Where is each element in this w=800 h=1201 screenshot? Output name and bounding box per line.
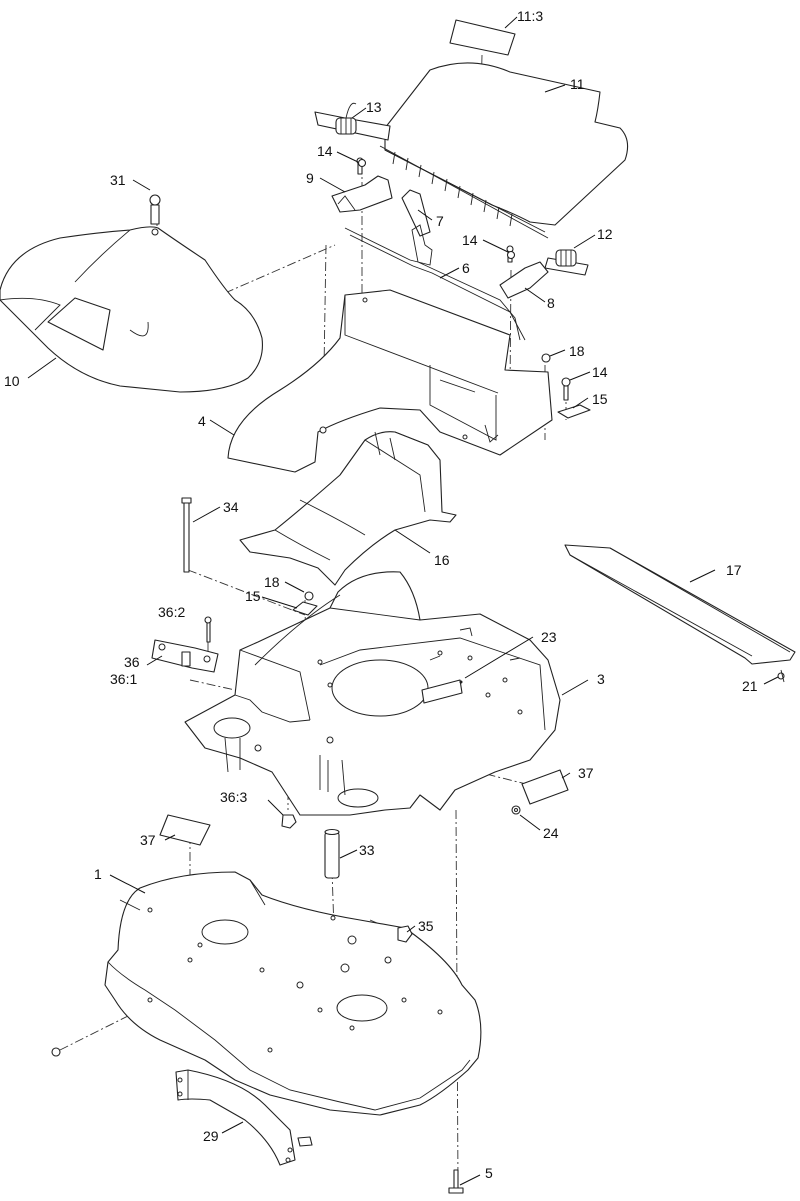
callout-6: 6 bbox=[462, 260, 470, 276]
callout-23: 23 bbox=[541, 629, 557, 645]
callout-18: 18 bbox=[264, 574, 280, 590]
part-34-long-bolt bbox=[181, 497, 192, 573]
part-24-nut bbox=[511, 805, 521, 815]
part-14-bolt-a bbox=[357, 158, 367, 168]
callout-24: 24 bbox=[543, 825, 559, 841]
part-23-marker bbox=[459, 680, 463, 684]
part-9-bracket bbox=[331, 175, 393, 213]
part-37-decal-right bbox=[521, 769, 569, 805]
part-14-bolt-b bbox=[506, 250, 516, 260]
callout-18: 18 bbox=[569, 343, 585, 359]
callout-14: 14 bbox=[462, 232, 478, 248]
part-7-latch bbox=[401, 189, 431, 237]
callout-33: 33 bbox=[359, 842, 375, 858]
part-15-plate-lower bbox=[292, 601, 318, 616]
callout-36-3: 36:3 bbox=[220, 789, 247, 805]
part-29-side-bracket bbox=[175, 1069, 313, 1166]
part-10-fender bbox=[0, 194, 263, 393]
part-15-plate-upper bbox=[557, 404, 591, 419]
part-17-angle-strip bbox=[564, 544, 796, 665]
callout-15: 15 bbox=[592, 391, 608, 407]
deck-side-bolt bbox=[51, 1047, 61, 1057]
leader-lines bbox=[27, 16, 779, 1186]
part-16-seat-cradle bbox=[239, 431, 457, 586]
part-3-main-frame bbox=[184, 571, 561, 816]
callout-17: 17 bbox=[726, 562, 742, 578]
part-33-spacer bbox=[324, 828, 340, 879]
callout-35: 35 bbox=[418, 918, 434, 934]
callout-11: 11 bbox=[570, 76, 585, 92]
part-36-bracket bbox=[151, 639, 219, 673]
part-14-bolt-right bbox=[561, 377, 571, 401]
callout-9: 9 bbox=[306, 170, 314, 186]
part-18-nut-lower bbox=[304, 591, 314, 601]
part-35-nut bbox=[397, 925, 413, 943]
callout-36-1: 36:1 bbox=[110, 671, 137, 687]
callout-7: 7 bbox=[436, 213, 444, 229]
callout-36-2: 36:2 bbox=[158, 604, 185, 620]
callout-8: 8 bbox=[547, 295, 555, 311]
callout-3: 3 bbox=[597, 671, 605, 687]
part-18-nut-upper bbox=[541, 353, 551, 363]
callout-14: 14 bbox=[592, 364, 608, 380]
part-36-2-bolt bbox=[204, 616, 212, 643]
part-8-bracket bbox=[499, 261, 549, 299]
callout-11-3: 11:3 bbox=[517, 8, 543, 24]
part-12-spring bbox=[544, 249, 589, 276]
part-6-rod bbox=[344, 224, 521, 341]
part-11-seat-panel bbox=[379, 62, 629, 239]
callout-4: 4 bbox=[198, 413, 206, 429]
hinge-teeth bbox=[392, 151, 513, 227]
callout-37: 37 bbox=[578, 765, 594, 781]
callout-14: 14 bbox=[317, 143, 333, 159]
part-37-decal-left bbox=[159, 814, 211, 846]
callout-31: 31 bbox=[110, 172, 126, 188]
part-5-bolt bbox=[448, 1169, 464, 1194]
callout-37: 37 bbox=[140, 832, 156, 848]
callout-1: 1 bbox=[94, 866, 102, 882]
callout-29: 29 bbox=[203, 1128, 219, 1144]
callout-21: 21 bbox=[742, 678, 758, 694]
part-11-3-decal bbox=[449, 19, 516, 56]
callout-15: 15 bbox=[245, 588, 261, 604]
part-13-spring bbox=[335, 102, 357, 135]
part-36-3-nut bbox=[281, 814, 297, 829]
part-4-rear-panel bbox=[227, 289, 553, 473]
callout-10: 10 bbox=[4, 373, 20, 389]
callout-12: 12 bbox=[597, 226, 613, 242]
callout-labels: 11:3 11 13 14 9 7 14 12 6 8 31 10 18 14 … bbox=[4, 8, 758, 1181]
callout-13: 13 bbox=[366, 99, 382, 115]
part-1-deck-plate bbox=[104, 871, 482, 1116]
callout-16: 16 bbox=[434, 552, 450, 568]
callout-5: 5 bbox=[485, 1165, 493, 1181]
callout-36: 36 bbox=[124, 654, 140, 670]
part-21-screw bbox=[777, 669, 785, 683]
callout-34: 34 bbox=[223, 499, 239, 515]
